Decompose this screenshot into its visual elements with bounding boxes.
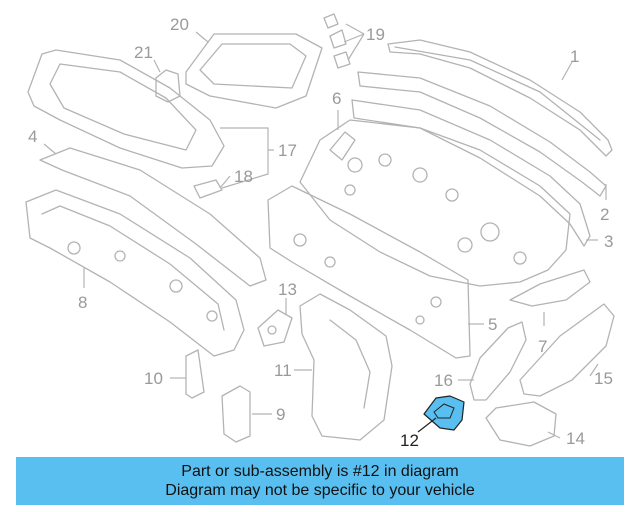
callout-18: 18 bbox=[234, 167, 253, 186]
callout-labels: 1 2 3 4 5 6 7 8 9 10 11 12 13 14 15 16 1… bbox=[28, 15, 613, 450]
part-11 bbox=[299, 293, 393, 441]
part-10 bbox=[185, 349, 205, 399]
callout-13: 13 bbox=[278, 280, 297, 299]
callout-3: 3 bbox=[604, 232, 613, 251]
callout-16: 16 bbox=[434, 371, 453, 390]
part-19 bbox=[323, 13, 351, 69]
part-7 bbox=[509, 269, 591, 307]
callout-14: 14 bbox=[566, 429, 585, 448]
callout-19: 19 bbox=[366, 25, 385, 44]
callout-11: 11 bbox=[274, 361, 292, 380]
callout-17: 17 bbox=[278, 141, 297, 160]
part-1 bbox=[387, 39, 613, 157]
part-8 bbox=[25, 189, 245, 357]
banner-line-2: Diagram may not be specific to your vehi… bbox=[165, 482, 475, 499]
part-17 bbox=[27, 49, 225, 169]
part-2 bbox=[357, 71, 607, 197]
info-banner: Part or sub-assembly is #12 in diagram D… bbox=[16, 457, 624, 505]
part-9 bbox=[221, 385, 251, 443]
part-21 bbox=[155, 69, 181, 103]
callout-9: 9 bbox=[276, 405, 285, 424]
callout-21: 21 bbox=[134, 43, 153, 62]
part-15 bbox=[519, 303, 615, 397]
part-20 bbox=[185, 33, 323, 109]
callout-12: 12 bbox=[400, 431, 419, 450]
banner-line-1: Part or sub-assembly is #12 in diagram bbox=[181, 463, 459, 480]
callout-7: 7 bbox=[538, 337, 547, 356]
part-14 bbox=[485, 401, 557, 447]
part-4 bbox=[39, 147, 267, 287]
part-18 bbox=[193, 179, 223, 199]
parts-diagram: 1 2 3 4 5 6 7 8 9 10 11 12 13 14 15 16 1… bbox=[25, 13, 615, 450]
callout-2: 2 bbox=[600, 205, 609, 224]
leader-lines bbox=[43, 23, 607, 439]
part-12 bbox=[423, 395, 465, 431]
callout-8: 8 bbox=[78, 293, 87, 312]
part-3 bbox=[351, 99, 591, 247]
part-5 bbox=[267, 185, 471, 359]
callout-4: 4 bbox=[28, 127, 37, 146]
callout-5: 5 bbox=[488, 315, 497, 334]
callout-20: 20 bbox=[170, 15, 189, 34]
callout-10: 10 bbox=[144, 369, 163, 388]
callout-1: 1 bbox=[570, 47, 579, 66]
part-16 bbox=[469, 321, 527, 401]
part-6 bbox=[299, 119, 571, 287]
callout-6: 6 bbox=[332, 89, 341, 108]
callout-15: 15 bbox=[594, 369, 613, 388]
part-13 bbox=[257, 309, 293, 347]
